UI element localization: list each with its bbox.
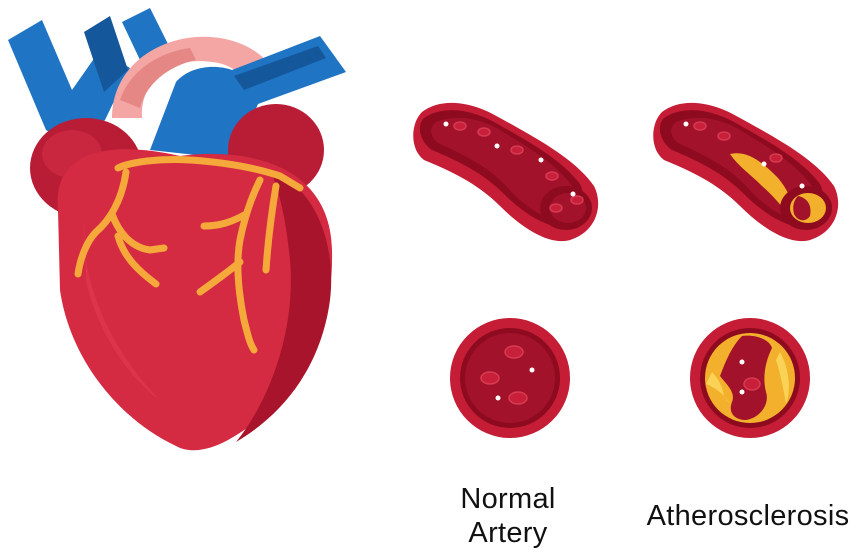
normal-artery-cross-section [450,318,570,438]
normal-artery-label-line2: Artery [428,516,588,550]
normal-artery-label: Normal Artery [428,482,588,550]
atherosclerosis-artery-tube [653,103,838,241]
normal-artery-tube [413,103,598,241]
atherosclerosis-cross-section [690,318,810,438]
normal-artery-label-line1: Normal [428,482,588,516]
atherosclerosis-label: Atherosclerosis [630,499,866,533]
heart-illustration [8,8,346,450]
